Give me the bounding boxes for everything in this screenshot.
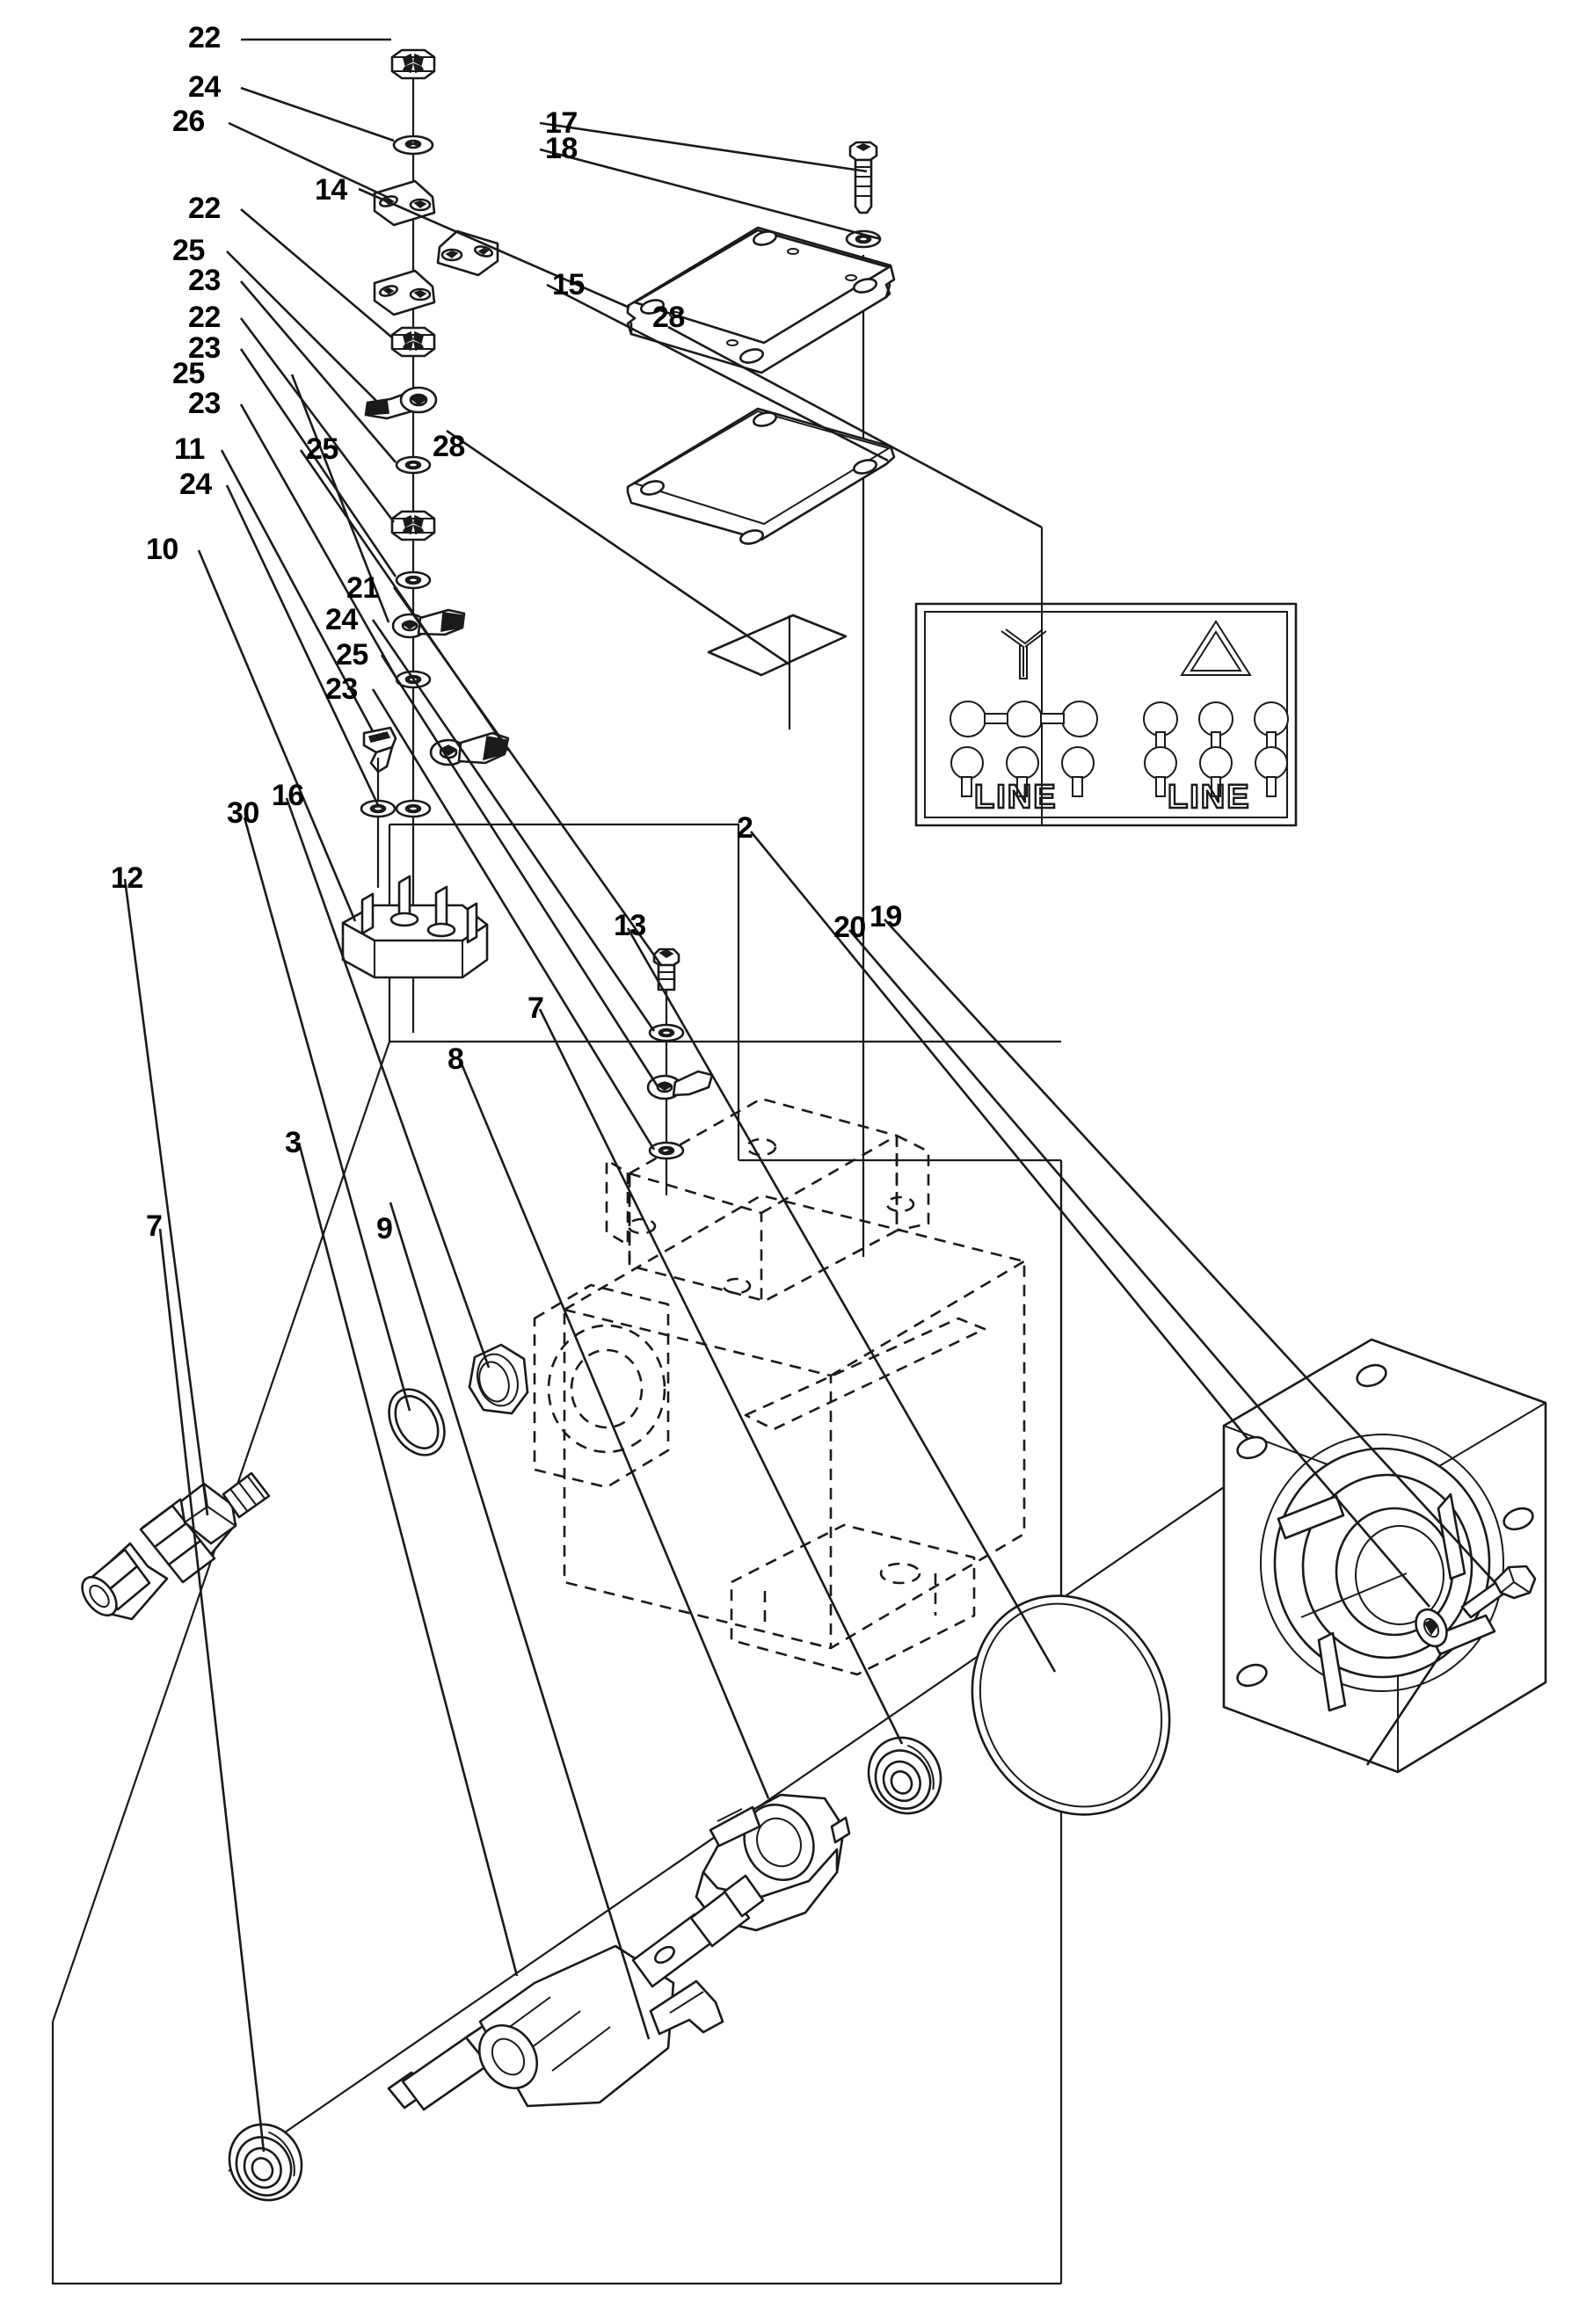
part-30-gland-gasket — [388, 1388, 446, 1456]
part-22-hex-nut — [390, 510, 436, 541]
part-17-hex-head-bolt — [848, 141, 878, 214]
part-12-cable-gland — [81, 1471, 271, 1621]
callout-7: 7 — [528, 991, 544, 1025]
part-7-ball-bearing — [215, 2110, 317, 2215]
callout-25: 25 — [172, 357, 205, 390]
callout-24: 24 — [325, 603, 358, 636]
cable-gland-group — [81, 1343, 529, 1621]
callout-20: 20 — [833, 911, 866, 944]
part-3-rotor-shaft — [387, 1874, 765, 2111]
callout-17: 17 — [545, 106, 578, 140]
part-26-jumper-link — [373, 269, 436, 316]
nameplate-wye-symbol — [1001, 628, 1047, 679]
callout-8: 8 — [448, 1042, 464, 1076]
callout-25: 25 — [336, 638, 368, 672]
callout-2: 2 — [737, 811, 753, 845]
cover-plate-group — [626, 141, 896, 1257]
leader-lines — [123, 38, 1495, 2153]
callout-23: 23 — [325, 672, 358, 706]
part-22-hex-nut — [390, 326, 436, 358]
part-10-terminal-block — [341, 875, 489, 979]
callout-22: 22 — [188, 301, 221, 334]
callout-7: 7 — [146, 1209, 163, 1243]
part-15-cover-gasket — [626, 407, 896, 545]
callout-9: 9 — [376, 1212, 393, 1246]
part-20-flat-washer — [1415, 1608, 1448, 1648]
terminal-stud-stack — [341, 48, 510, 1033]
part-19-hex-head-bolt — [1460, 1565, 1537, 1619]
callout-12: 12 — [111, 861, 143, 895]
part-23-flat-washer — [648, 1141, 685, 1160]
callout-30: 30 — [227, 796, 259, 830]
callout-10: 10 — [146, 533, 178, 566]
nameplate-delta-line-label: LINE — [1167, 779, 1251, 816]
callout-15: 15 — [552, 268, 585, 301]
part-23-flat-washer — [395, 570, 432, 590]
callout-23: 23 — [188, 387, 221, 420]
nameplate-delta-terminals — [1143, 701, 1289, 797]
part-25-ring-terminal — [364, 386, 438, 420]
nameplate-wye-line-label: LINE — [973, 779, 1058, 816]
callout-23: 23 — [188, 331, 221, 365]
part-14-terminal-box-cover — [626, 226, 896, 374]
callout-28: 28 — [433, 430, 465, 463]
part-21-ground-screw — [652, 948, 680, 991]
part-23-flat-washer — [395, 455, 432, 475]
callout-14: 14 — [315, 173, 347, 207]
callout-23: 23 — [188, 264, 221, 297]
callout-22: 22 — [188, 192, 221, 225]
part-7-ball-bearing — [854, 1723, 956, 1828]
callout-13: 13 — [614, 909, 646, 942]
callout-21: 21 — [346, 571, 379, 605]
part-22-hex-nut — [390, 48, 436, 80]
fan-cover-fasteners — [1365, 1565, 1537, 1766]
callout-24: 24 — [179, 468, 212, 501]
callout-11: 11 — [174, 432, 205, 466]
part-25-ring-terminal — [646, 1070, 714, 1100]
part-24-lock-washer — [392, 134, 434, 156]
callout-3: 3 — [285, 1126, 302, 1159]
part-24-lock-washer — [648, 1023, 685, 1042]
part-28-nameplate-blank — [707, 614, 848, 677]
motor-housing-outline — [533, 1097, 1026, 1676]
callout-26: 26 — [172, 105, 205, 138]
part-28-wiring-nameplate — [914, 527, 1298, 827]
callout-16: 16 — [272, 779, 304, 812]
callout-22: 22 — [188, 21, 221, 54]
callout-25: 25 — [172, 234, 205, 267]
ground-screw-stack — [646, 948, 714, 1195]
callout-25: 25 — [306, 432, 338, 466]
callout-19: 19 — [870, 900, 902, 933]
callout-18: 18 — [545, 132, 578, 165]
part-16-gland-locknut — [468, 1343, 529, 1415]
part-13-o-ring — [971, 1594, 1171, 1816]
part-24-lock-washer — [395, 799, 432, 818]
part-9-shaft-key — [649, 1979, 724, 2036]
nameplate-wye-terminals — [950, 701, 1098, 797]
part-25-ring-terminal — [391, 608, 466, 639]
part-11-stud-screw — [362, 726, 397, 773]
nameplate-delta-symbol — [1180, 620, 1252, 676]
callout-28: 28 — [652, 301, 685, 334]
callout-24: 24 — [188, 70, 221, 104]
